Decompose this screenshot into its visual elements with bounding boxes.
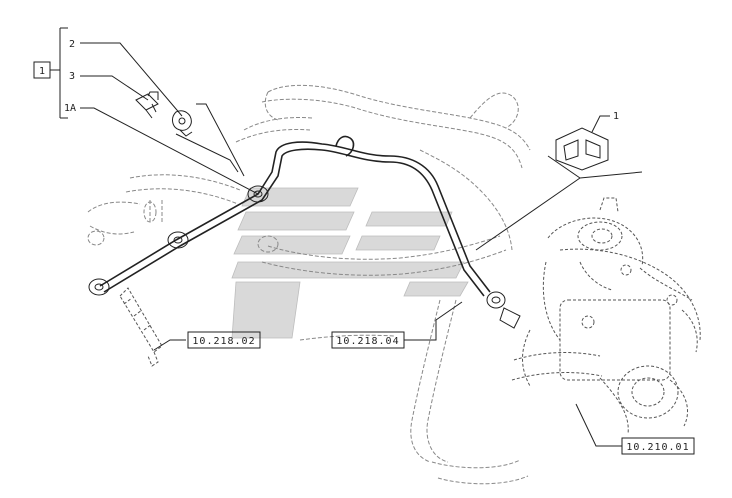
ref-label-left: 10.218.02 (192, 336, 255, 347)
ref-box-left (187, 331, 261, 349)
ref-label-middle: 10.218.04 (336, 336, 399, 347)
callout-item-1a: 1A (64, 103, 76, 114)
reference-boxes: 10.218.02 10.218.04 10.210.01 (187, 331, 695, 455)
callout-group: 1 2 3 1A 1 (33, 39, 619, 122)
injector-outline (119, 287, 163, 367)
ref-label-pump: 10.210.01 (626, 442, 689, 453)
watermark-logo (231, 187, 469, 339)
callout-clip-item-1: 1 (613, 111, 619, 122)
leak-off-pipe (99, 135, 491, 297)
retaining-clip-item-1 (555, 127, 609, 171)
leader-lines (50, 27, 643, 447)
banjo-bolt-item-3 (135, 91, 159, 119)
banjo-connectors (88, 185, 521, 329)
ref-box-pump (621, 437, 695, 455)
callout-item-2: 2 (69, 39, 75, 50)
group-callout-label: 1 (39, 66, 45, 77)
injection-pump (511, 197, 701, 435)
clamp-item-2 (172, 110, 193, 137)
engine-background-outline (87, 84, 531, 485)
callout-item-3: 3 (69, 71, 75, 82)
ref-box-middle (331, 331, 405, 349)
